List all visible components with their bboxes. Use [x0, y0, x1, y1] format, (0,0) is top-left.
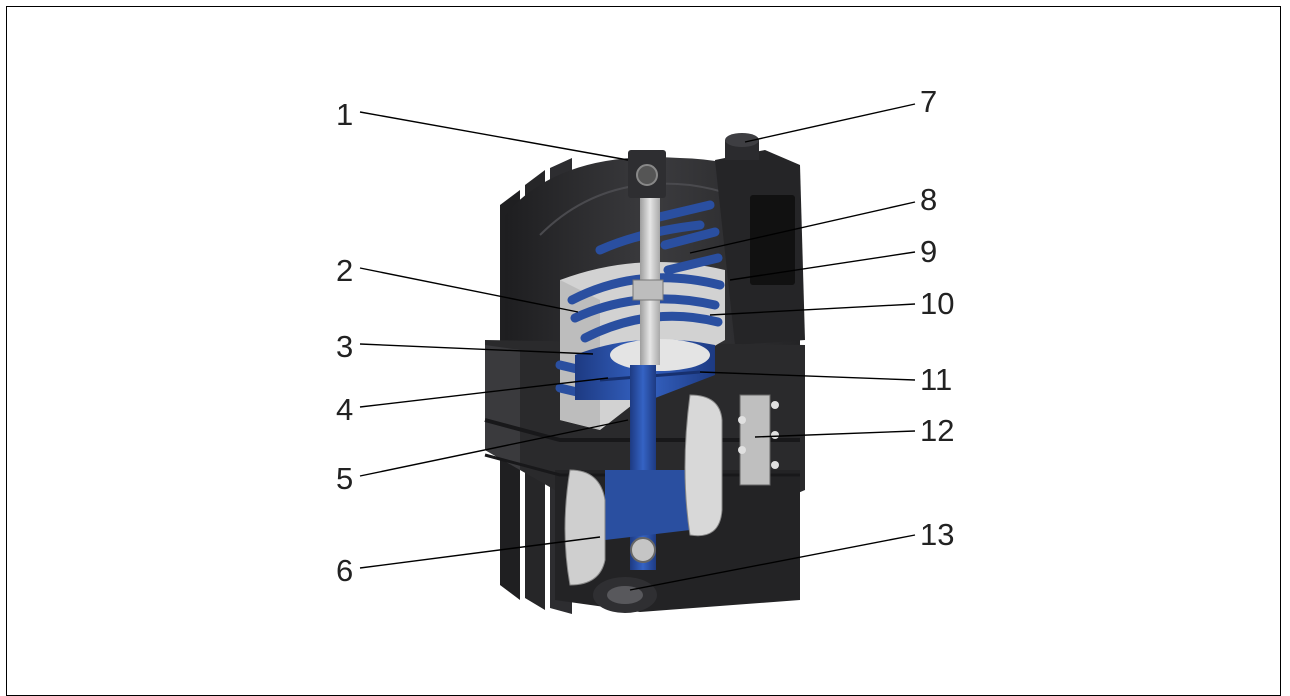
callout-label-8: 8 [920, 182, 937, 217]
spindle [628, 150, 666, 365]
callout-label-11: 11 [920, 362, 952, 397]
lower-shaft [605, 365, 690, 570]
callout-labels: 1 2 3 4 5 6 7 8 9 10 11 12 13 [336, 84, 954, 588]
callout-label-13: 13 [920, 517, 954, 552]
callout-label-6: 6 [336, 553, 353, 588]
callout-label-3: 3 [336, 329, 353, 364]
callout-label-2: 2 [336, 253, 353, 288]
callout-label-9: 9 [920, 234, 937, 269]
callout-label-7: 7 [920, 84, 937, 119]
vent-plug [725, 133, 759, 160]
callout-label-1: 1 [336, 97, 353, 132]
callout-label-5: 5 [336, 461, 353, 496]
callout-label-10: 10 [920, 286, 954, 321]
callout-label-12: 12 [920, 413, 954, 448]
terminal-block [738, 394, 779, 486]
callout-label-4: 4 [336, 392, 353, 427]
leader-lines [359, 103, 916, 591]
guide-blocks [564, 394, 723, 586]
